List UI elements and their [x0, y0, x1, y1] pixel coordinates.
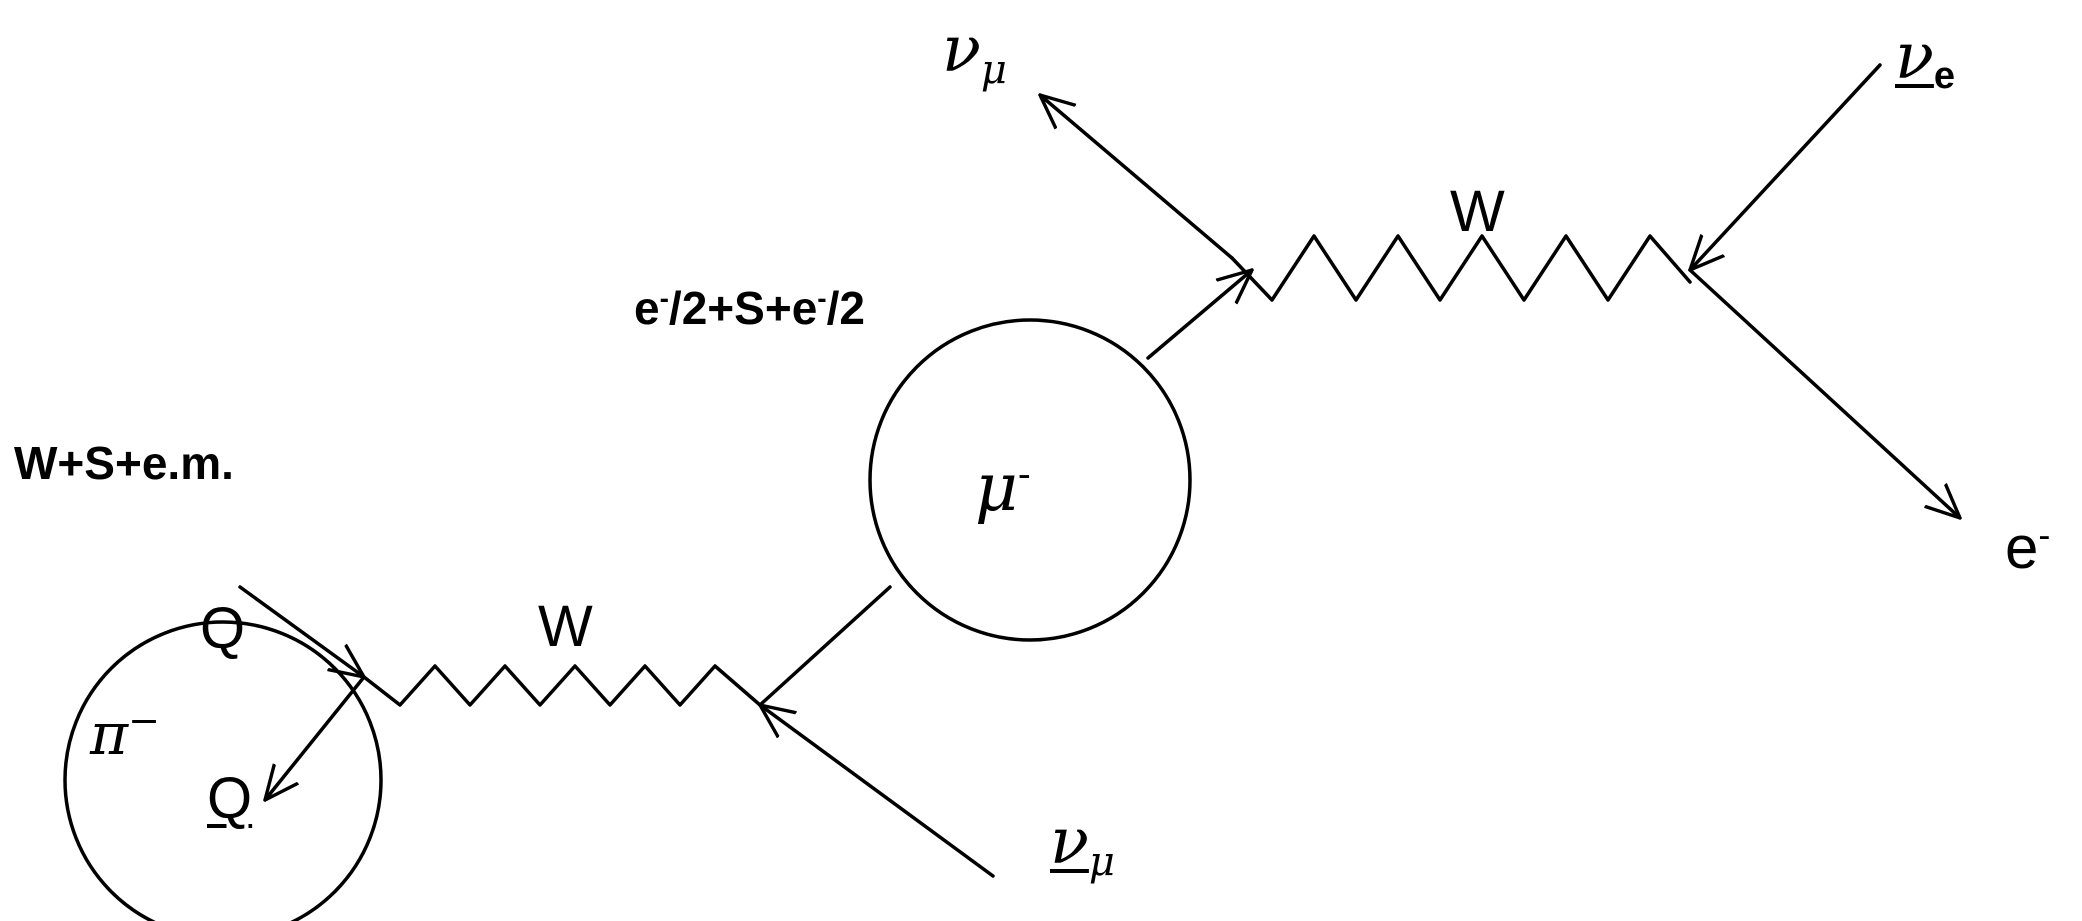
muon-comp-sup2: - [817, 282, 827, 314]
muon-comp-tail: /2 [826, 282, 865, 334]
electron-line [1688, 268, 1960, 518]
pion-circle [63, 620, 383, 921]
muon-composition-label: e-/2+S+e-/2 [634, 282, 865, 334]
muon-upper-line [1146, 270, 1252, 360]
electron-antineutrino-line [1690, 63, 1882, 270]
electron-antineutrino-base: ν [1895, 20, 1934, 94]
muon-antineutrino-sub: μ [1088, 839, 1115, 885]
muon-neutrino-base: ν [942, 13, 981, 87]
muon-comp-mid: /2+S+ [668, 282, 792, 334]
quark-line [238, 585, 364, 677]
pion-symbol-base: π [90, 700, 129, 768]
muon-antineutrino-base: ν [1050, 805, 1089, 879]
muon-neutrino-line [1040, 95, 1234, 260]
muon-comp-sup1: - [659, 282, 669, 314]
muon-neutrino-label: νμ [942, 18, 1007, 90]
muon-lower-line [758, 585, 892, 707]
muon-comp-e2: e [791, 282, 818, 334]
muon-symbol-base: μ [975, 449, 1018, 526]
muon-antineutrino-line [760, 705, 995, 878]
w-boson-left-line [362, 664, 762, 707]
w-boson-left-label: W [538, 594, 593, 659]
muon-comp-e1: e [634, 282, 660, 334]
pion-symbol: π− [90, 702, 160, 763]
antiquark-label: Q [207, 766, 253, 831]
w-boson-right-label: W [1450, 179, 1505, 244]
electron-label: e- [2005, 517, 2050, 578]
electron-sup: - [2038, 514, 2051, 555]
muon-symbol-sup: - [1017, 452, 1031, 496]
quark-label: Q [200, 596, 246, 661]
muon-antineutrino-label: νμ [1050, 810, 1115, 882]
w-boson-right-line [1230, 234, 1692, 302]
muon-circle [868, 318, 1192, 642]
electron-base: e [2005, 514, 2039, 581]
muon-symbol: μ- [975, 455, 1031, 521]
pion-composition-label: W+S+e.m. [14, 437, 234, 489]
pion-symbol-sup: − [128, 698, 160, 743]
electron-antineutrino-label: νe [1895, 25, 1955, 95]
muon-neutrino-sub: μ [980, 47, 1007, 93]
electron-antineutrino-sub: e [1933, 55, 1956, 97]
antiquark-line [265, 675, 366, 800]
